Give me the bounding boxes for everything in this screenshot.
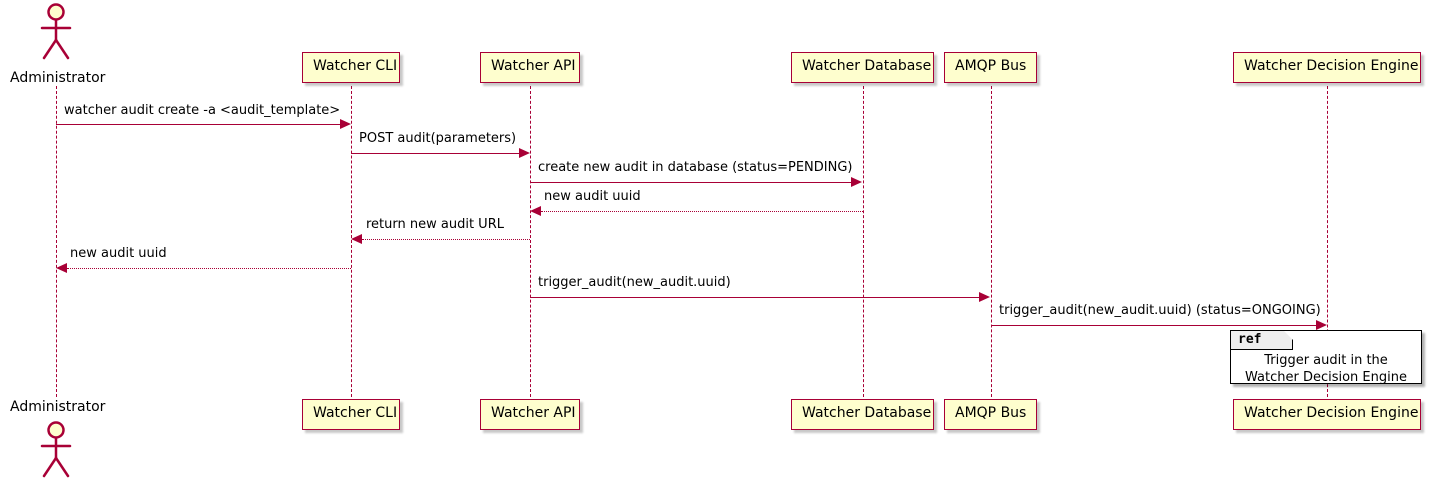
message-line-trigger-audit [530, 297, 982, 298]
message-line-watcher-audit-create [56, 124, 343, 125]
ref-fragment-body: Trigger audit in the Watcher Decision En… [1231, 352, 1421, 386]
participant-watcher-database-bottom[interactable]: Watcher Database [791, 399, 934, 430]
message-label-trigger-audit-ongoing: trigger_audit(new_audit.uuid) (status=ON… [999, 303, 1321, 318]
message-arrowhead-create-new-audit [851, 177, 862, 187]
participant-watcher-decision-engine-top[interactable]: Watcher Decision Engine [1233, 52, 1421, 83]
lifeline-watcher-decision-engine [1327, 86, 1328, 397]
participant-watcher-decision-engine-bottom[interactable]: Watcher Decision Engine [1233, 399, 1421, 430]
message-label-new-audit-uuid-cli: new audit uuid [70, 246, 167, 261]
message-line-post-audit [351, 153, 522, 154]
lifeline-watcher-database [863, 86, 864, 397]
actor-administrator-bottom [30, 420, 82, 480]
lifeline-amqp-bus [991, 86, 992, 397]
message-label-post-audit: POST audit(parameters) [359, 131, 517, 146]
participant-watcher-cli-bottom[interactable]: Watcher CLI [302, 399, 400, 430]
message-arrowhead-return-new-audit-url [351, 234, 362, 244]
message-arrowhead-new-audit-uuid-cli [56, 263, 67, 273]
message-line-create-new-audit [530, 182, 854, 183]
message-line-new-audit-uuid-cli [67, 268, 351, 269]
actor-administrator-bottom-label: Administrator [10, 399, 106, 415]
message-arrowhead-trigger-audit-ongoing [1316, 320, 1327, 330]
participant-watcher-database-top[interactable]: Watcher Database [791, 52, 934, 83]
ref-fragment-line-2: Watcher Decision Engine [1245, 370, 1407, 385]
participant-watcher-api-top[interactable]: Watcher API [480, 52, 580, 83]
actor-administrator-top [30, 2, 82, 62]
participant-watcher-cli-top[interactable]: Watcher CLI [302, 52, 400, 83]
message-arrowhead-watcher-audit-create [340, 119, 351, 129]
actor-administrator-top-label: Administrator [10, 70, 106, 86]
message-arrowhead-trigger-audit [979, 292, 990, 302]
lifeline-administrator [56, 86, 57, 397]
message-label-return-new-audit-url: return new audit URL [366, 217, 504, 232]
message-line-return-new-audit-url [362, 239, 530, 240]
message-label-watcher-audit-create: watcher audit create -a <audit_template> [64, 103, 341, 118]
actor-stick-figure-icon [40, 3, 72, 60]
message-arrowhead-post-audit [519, 148, 530, 158]
ref-fragment[interactable]: ref Trigger audit in the Watcher Decisio… [1230, 330, 1422, 386]
message-line-trigger-audit-ongoing [991, 325, 1319, 326]
participant-amqp-bus-bottom[interactable]: AMQP Bus [944, 399, 1037, 430]
message-arrowhead-new-audit-uuid-db [530, 206, 541, 216]
ref-fragment-line-1: Trigger audit in the [1264, 353, 1388, 368]
ref-fragment-tab-label: ref [1231, 331, 1293, 350]
lifeline-watcher-api [530, 86, 531, 397]
participant-watcher-api-bottom[interactable]: Watcher API [480, 399, 580, 430]
message-label-create-new-audit: create new audit in database (status=PEN… [538, 160, 853, 175]
actor-stick-figure-icon [40, 421, 72, 478]
participant-amqp-bus-top[interactable]: AMQP Bus [944, 52, 1037, 83]
message-label-trigger-audit: trigger_audit(new_audit.uuid) [538, 275, 731, 290]
message-line-new-audit-uuid-db [541, 211, 863, 212]
message-label-new-audit-uuid-db: new audit uuid [544, 189, 641, 204]
